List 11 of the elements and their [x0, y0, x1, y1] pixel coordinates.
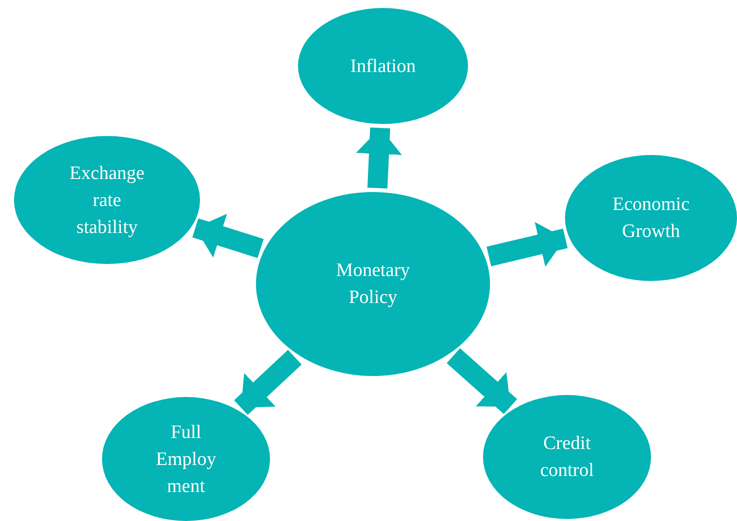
node-label: Exchange rate stability — [68, 162, 146, 240]
node-label: Inflation — [349, 54, 417, 78]
block-arrow — [234, 350, 302, 415]
node-label: Full Employ ment — [154, 420, 218, 498]
node-label: Monetary Policy — [335, 259, 411, 310]
node-label: Credit control — [539, 432, 595, 483]
block-arrow — [446, 348, 518, 414]
node-label: Economic Growth — [611, 193, 691, 244]
block-arrow — [486, 222, 568, 267]
block-arrow — [192, 214, 264, 258]
block-arrow — [356, 128, 402, 189]
